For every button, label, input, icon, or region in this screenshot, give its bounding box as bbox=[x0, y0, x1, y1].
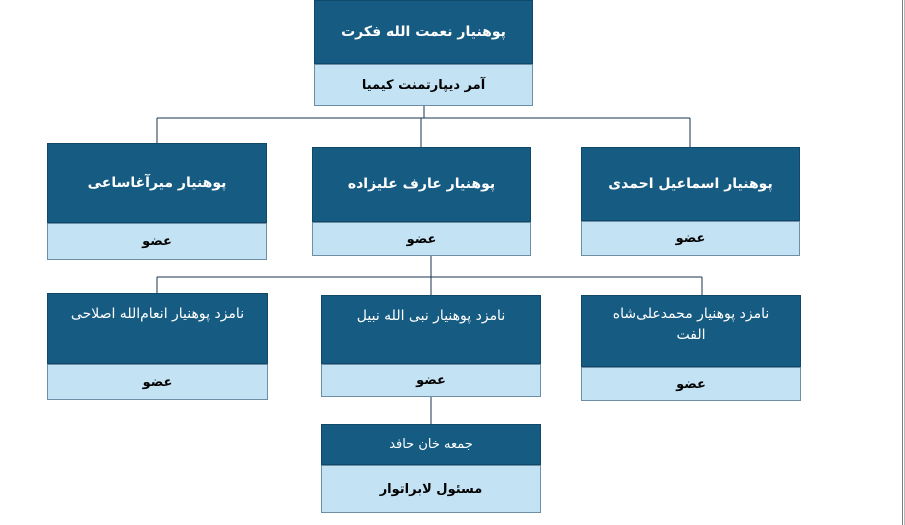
node-l2-right-name: نامزد پوهنیار محمدعلی‌شاه الفت bbox=[581, 295, 801, 367]
node-l2-left: نامزد پوهنیار انعام‌الله اصلاحی عضو bbox=[47, 293, 268, 400]
node-lab: جمعه خان حافد مسئول لابراتوار bbox=[321, 424, 541, 513]
node-l2-left-name: نامزد پوهنیار انعام‌الله اصلاحی bbox=[47, 293, 268, 364]
node-l2-left-role: عضو bbox=[47, 364, 268, 400]
node-l2-center-name: نامزد پوهنیار نبی الله نبیل bbox=[321, 295, 541, 364]
node-l2-right-role: عضو bbox=[581, 367, 801, 401]
node-l2-right: نامزد پوهنیار محمدعلی‌شاه الفت عضو bbox=[581, 295, 801, 401]
node-l2-center: نامزد پوهنیار نبی الله نبیل عضو bbox=[321, 295, 541, 397]
node-l2-center-role: عضو bbox=[321, 364, 541, 397]
node-l1-left-role: عضو bbox=[47, 223, 267, 260]
node-head: پوهنیار نعمت الله فکرت آمر دیپارتمنت کیم… bbox=[314, 0, 533, 106]
node-l1-center-role: عضو bbox=[312, 222, 531, 256]
node-head-role: آمر دیپارتمنت کیمیا bbox=[314, 64, 533, 106]
node-l1-center-name: پوهنیار عارف علیزاده bbox=[312, 147, 531, 222]
node-l1-right: پوهنیار اسماعیل احمدی عضو bbox=[581, 147, 800, 256]
node-l1-right-name: پوهنیار اسماعیل احمدی bbox=[581, 147, 800, 221]
node-l1-right-role: عضو bbox=[581, 221, 800, 256]
node-head-name: پوهنیار نعمت الله فکرت bbox=[314, 0, 533, 64]
node-lab-role: مسئول لابراتوار bbox=[321, 465, 541, 513]
node-l1-left-name: پوهنیار میرآغاساعی bbox=[47, 143, 267, 223]
node-l1-left: پوهنیار میرآغاساعی عضو bbox=[47, 143, 267, 260]
node-lab-name: جمعه خان حافد bbox=[321, 424, 541, 465]
window-edge-line bbox=[902, 0, 903, 525]
node-l1-center: پوهنیار عارف علیزاده عضو bbox=[312, 147, 531, 256]
